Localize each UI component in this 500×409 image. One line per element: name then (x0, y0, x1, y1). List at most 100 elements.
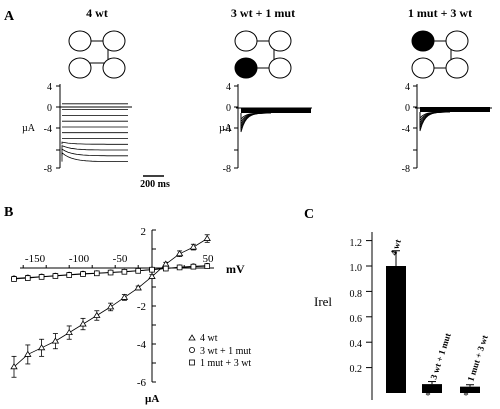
subunit-wt (411, 57, 435, 79)
subunit-diagram-1mut-3wt (411, 30, 469, 79)
iv-point-triangle (203, 234, 211, 241)
subunit-wt (445, 57, 469, 79)
subunit-diagram-3wt-1mut (234, 30, 292, 79)
trace-y-tick: 4 (47, 82, 52, 93)
scale-bar-label: 200 ms (140, 179, 170, 190)
bar (386, 266, 406, 393)
legend-marker-square (189, 359, 195, 366)
iv-point-triangle (10, 363, 18, 370)
bar-y-tick: 1.0 (350, 263, 363, 274)
iv-point-triangle (24, 350, 32, 357)
iv-x-label: mV (226, 262, 245, 276)
trace-y-tick: 4 (226, 82, 231, 93)
trace-y-label: µA (22, 123, 36, 134)
panel-letter-c: C (304, 207, 314, 222)
iv-point-square (66, 272, 73, 278)
iv-point-square (24, 275, 31, 281)
legend-entry: 4 wt (200, 333, 218, 344)
trace-panel-1mut-3wt: 4 0 -4 -8 (402, 82, 492, 175)
iv-point-triangle (148, 272, 156, 279)
iv-point-square (38, 274, 45, 280)
panel-a-header-2: 3 wt + 1 mut (231, 6, 295, 20)
iv-point-square (149, 266, 155, 273)
iv-x-tick: 50 (203, 253, 215, 265)
iv-y-tick: -2 (137, 301, 146, 313)
current-traces (419, 107, 490, 132)
trace-y-tick: -8 (402, 164, 410, 175)
legend-entry: 3 wt + 1 mut (200, 346, 251, 357)
current-trace (61, 145, 128, 151)
iv-point-square (94, 270, 100, 277)
iv-plot: -150 -100 -50 50 2 -2 -4 -6 mV µA 4 wt 3… (10, 226, 251, 405)
trace-y-tick: 0 (405, 103, 410, 114)
panel-letter-b: B (4, 205, 13, 220)
iv-point-triangle (51, 337, 60, 344)
iv-point-triangle (37, 344, 46, 351)
bar-label-2: 3 wt + 1 mut (428, 332, 452, 381)
iv-point-square (162, 265, 169, 272)
iv-point-square (80, 271, 86, 277)
trace-y-tick: -4 (223, 124, 231, 135)
trace-y-tick: 0 (226, 103, 231, 114)
iv-y-tick: -4 (137, 339, 147, 351)
current-trace (240, 112, 272, 133)
bar (422, 384, 442, 393)
subunit-mutant (411, 30, 435, 52)
iv-point-triangle (189, 243, 198, 250)
iv-point-square (107, 269, 114, 276)
iv-point-triangle (93, 311, 101, 318)
current-traces (240, 108, 311, 133)
iv-point-square (11, 276, 17, 282)
iv-y-label: µA (145, 393, 159, 405)
trace-y-label: µA (219, 123, 233, 134)
bar-y-tick: 0.8 (350, 289, 363, 300)
bar-label-3: 1 mut + 3 wt (465, 334, 489, 383)
legend-entry: 1 mut + 3 wt (200, 358, 251, 369)
subunit-wt (445, 30, 469, 52)
current-traces (61, 103, 128, 162)
trace-bundle (241, 108, 311, 113)
iv-point-square (190, 263, 197, 270)
subunit-wt (68, 57, 92, 79)
subunit-wt (102, 57, 126, 79)
trace-y-tick: -4 (44, 124, 52, 135)
current-trace (61, 148, 128, 157)
subunit-wt (68, 30, 92, 52)
iv-y-tick: -6 (137, 377, 147, 389)
trace-y-tick: 0 (47, 103, 52, 114)
significance-star: * (425, 390, 431, 402)
iv-point-triangle (175, 249, 184, 257)
bar-y-tick: 1.2 (350, 238, 363, 249)
iv-x-tick: -150 (25, 253, 46, 265)
bar-y-tick: 0.6 (350, 314, 363, 325)
current-trace (419, 111, 451, 132)
panel-a-header-3: 1 mut + 3 wt (408, 6, 472, 20)
iv-point-triangle (106, 303, 115, 310)
bar-ticks (366, 240, 372, 369)
iv-point-square (204, 263, 211, 269)
subunit-wt (268, 30, 292, 52)
trace-y-tick: -8 (44, 164, 52, 175)
current-trace (61, 151, 128, 162)
panel-a-header-1: 4 wt (86, 6, 108, 20)
iv-point-square (52, 273, 59, 279)
subunit-wt (234, 30, 258, 52)
trace-bundle (420, 107, 490, 112)
bar (460, 386, 480, 393)
iv-series (10, 234, 211, 378)
iv-legend: 4 wt 3 wt + 1 mut 1 mut + 3 wt (188, 333, 251, 369)
panel-letter-a: A (4, 9, 15, 24)
bars (386, 250, 480, 393)
iv-x-tick: -100 (69, 253, 90, 265)
trace-y-tick: -8 (223, 164, 231, 175)
bar-y-tick: 0.2 (350, 364, 363, 375)
bar-chart: 0.2 0.4 0.6 0.8 1.0 1.2 Irel 4 wt 3 wt +… (314, 232, 490, 402)
legend-marker-circle (188, 346, 195, 353)
iv-point-triangle (65, 328, 73, 336)
subunit-wt (102, 30, 126, 52)
significance-star: * (463, 390, 469, 402)
trace-panel-3wt-1mut: 4 0 -4 -8 µA (219, 82, 312, 175)
trace-panel-4wt: 4 0 -4 -8 µA 200 ms (22, 82, 170, 190)
iv-x-tick: -50 (113, 253, 128, 265)
